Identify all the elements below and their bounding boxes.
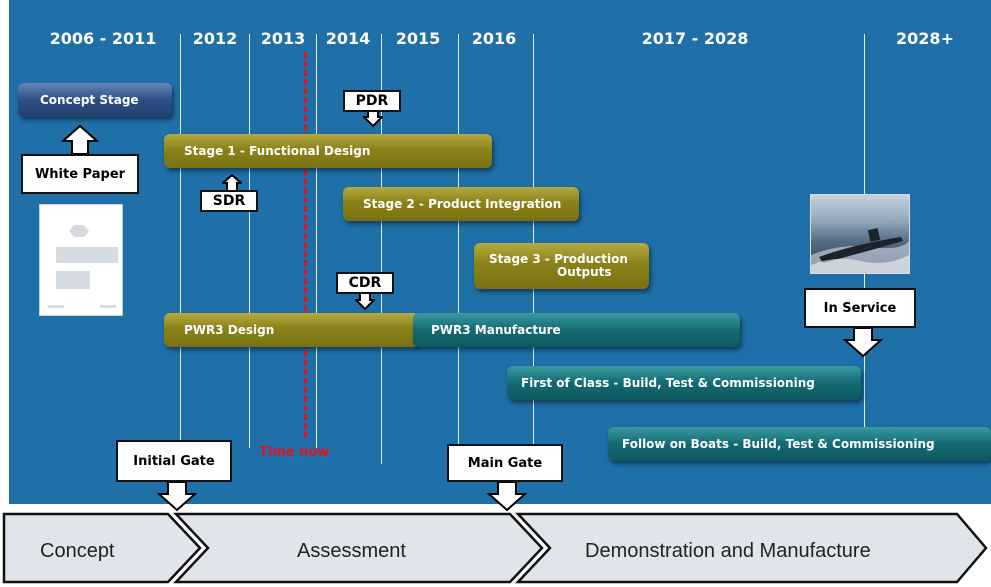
stage3-label-line1: Stage 3 - Production bbox=[489, 252, 628, 266]
year-header: 2017 - 2028 bbox=[641, 29, 749, 48]
stage2-bar: Stage 2 - Product Integration bbox=[343, 187, 579, 221]
year-header: 2013 bbox=[260, 29, 306, 48]
year-divider bbox=[249, 34, 250, 448]
year-divider bbox=[180, 34, 181, 448]
year-divider bbox=[458, 34, 459, 448]
in-service-arrow bbox=[843, 327, 883, 358]
phase-concept: Concept bbox=[40, 540, 115, 562]
follow-on-boats-bar: Follow on Boats - Build, Test & Commissi… bbox=[608, 427, 991, 461]
document-icon bbox=[48, 225, 118, 308]
time-now-line bbox=[304, 52, 307, 438]
white-paper-document-image bbox=[39, 204, 123, 316]
initial-gate-arrow bbox=[157, 481, 197, 512]
main-gate-arrow bbox=[487, 481, 527, 512]
stage1-bar: Stage 1 - Functional Design bbox=[164, 134, 492, 168]
assessment-chevron bbox=[173, 512, 544, 584]
year-header: 2016 bbox=[471, 29, 517, 48]
year-header: 2014 bbox=[325, 29, 371, 48]
first-of-class-bar: First of Class - Build, Test & Commissio… bbox=[507, 366, 861, 400]
white-paper-label: White Paper bbox=[21, 154, 139, 194]
submarine-icon bbox=[811, 228, 909, 273]
demonstration-chevron bbox=[515, 512, 988, 584]
phase-demonstration-manufacture: Demonstration and Manufacture bbox=[585, 540, 871, 562]
concept-chevron bbox=[2, 512, 202, 584]
year-header: 2015 bbox=[395, 29, 441, 48]
pdr-label: PDR bbox=[343, 90, 401, 112]
year-divider bbox=[533, 34, 534, 448]
cdr-label: CDR bbox=[336, 272, 394, 294]
pwr3-manufacture-bar: PWR3 Manufacture bbox=[413, 313, 740, 347]
phase-assessment: Assessment bbox=[297, 540, 406, 562]
stage3-label-line2: Outputs bbox=[557, 265, 612, 279]
year-header: 2028+ bbox=[896, 29, 954, 48]
sdr-label: SDR bbox=[200, 190, 258, 212]
cdr-arrow bbox=[355, 291, 375, 311]
time-now-label: Time now bbox=[259, 445, 330, 460]
submarine-photo bbox=[810, 194, 910, 274]
year-divider bbox=[381, 34, 382, 464]
in-service-label: In Service bbox=[804, 288, 916, 328]
initial-gate-label: Initial Gate bbox=[116, 440, 232, 482]
year-divider bbox=[316, 34, 317, 448]
white-paper-arrow bbox=[61, 124, 99, 155]
year-header: 2012 bbox=[192, 29, 238, 48]
main-gate-label: Main Gate bbox=[447, 444, 563, 482]
pwr3-design-bar: PWR3 Design bbox=[164, 313, 419, 347]
stage3-bar: Stage 3 - Production Outputs bbox=[474, 243, 649, 289]
phase-chevrons bbox=[2, 512, 988, 584]
year-header: 2006 - 2011 bbox=[49, 29, 157, 48]
concept-stage-bar: Concept Stage bbox=[18, 83, 172, 117]
